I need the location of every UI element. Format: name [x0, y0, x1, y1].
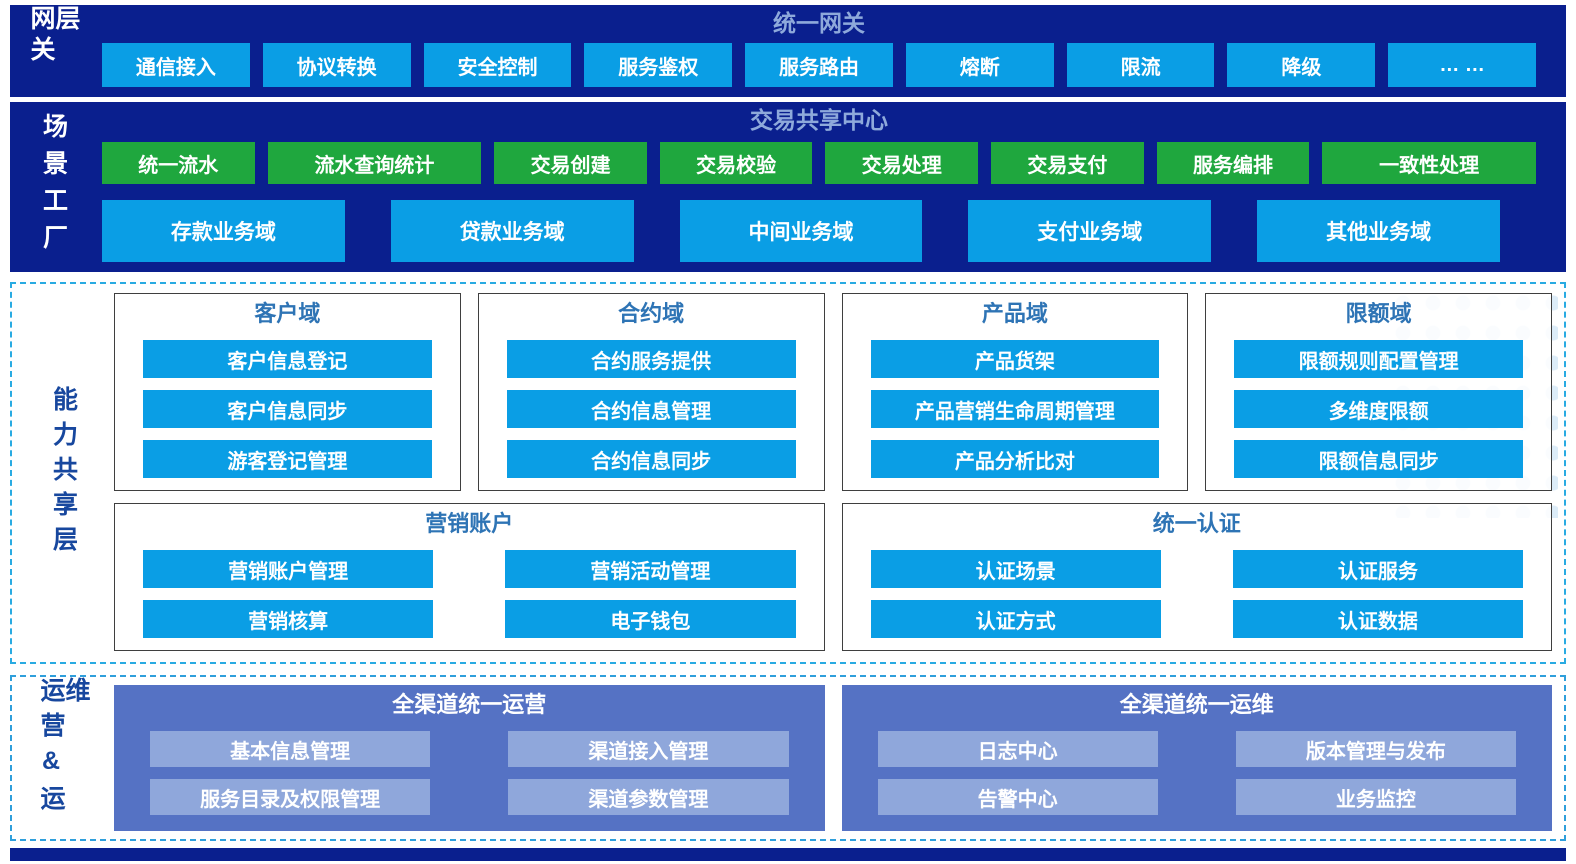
panel-title: 全渠道统一运营: [392, 692, 547, 717]
service-node: 一致性处理: [1322, 142, 1536, 184]
capability-sharing-layer: 能力共享层 客户域 客户信息登记 客户信息同步 游客登记管理 合约域 合约服务提…: [10, 282, 1566, 664]
capability-node: 产品货架: [870, 340, 1160, 378]
capability-node: 电子钱包: [505, 600, 796, 638]
group-title: 营销账户: [425, 511, 514, 536]
auth-node-grid: 认证场景 认证服务 认证方式 认证数据: [870, 550, 1523, 638]
maintenance-node-grid: 日志中心 版本管理与发布 告警中心 业务监控: [877, 731, 1516, 815]
transaction-service-row: 统一流水 流水查询统计 交易创建 交易校验 交易处理 交易支付 服务编排 一致性…: [102, 142, 1536, 184]
capability-node: 合约服务提供: [506, 340, 796, 378]
gateway-node: 降级: [1227, 43, 1376, 87]
gateway-node: 安全控制: [423, 43, 572, 87]
capability-node: 认证数据: [1232, 600, 1523, 638]
business-domain-node: 其他业务域: [1257, 200, 1500, 262]
service-node: 交易支付: [991, 142, 1144, 184]
business-domain-node: 中间业务域: [679, 200, 923, 262]
capability-node: 营销账户管理: [143, 550, 434, 588]
business-domain-node: 贷款业务域: [390, 200, 634, 262]
gateway-node-ellipsis: … …: [1388, 43, 1537, 87]
service-node: 交易处理: [825, 142, 979, 184]
gateway-node: 通信接入: [102, 43, 250, 87]
ops-node: 告警中心: [877, 779, 1158, 815]
gateway-layer-label: 网关层: [27, 5, 80, 67]
operations-layer: 运营&运维 全渠道统一运营 基本信息管理 渠道接入管理 服务目录及权限管理 渠道…: [10, 675, 1566, 841]
marketing-node-grid: 营销账户管理 营销活动管理 营销核算 电子钱包: [143, 550, 796, 638]
service-node: 交易校验: [659, 142, 813, 184]
panel-title: 全渠道统一运维: [1119, 692, 1274, 717]
gateway-title: 统一网关: [773, 10, 865, 36]
capability-wide-row: 营销账户 营销账户管理 营销活动管理 营销核算 电子钱包 统一认证 认证场景 认…: [114, 503, 1552, 651]
capability-node: 客户信息同步: [143, 390, 432, 428]
capability-layer-label: 能力共享层: [49, 385, 78, 561]
ops-node: 渠道接入管理: [508, 731, 789, 767]
gateway-node: 协议转换: [262, 43, 411, 87]
group-title: 客户域: [254, 301, 321, 326]
capability-node: 合约信息同步: [506, 440, 796, 478]
business-domain-row: 存款业务域 贷款业务域 中间业务域 支付业务域 其他业务域: [102, 200, 1536, 262]
group-title: 限额域: [1345, 301, 1412, 326]
scenario-factory-layer: 场景工厂 交易共享中心 统一流水 流水查询统计 交易创建 交易校验 交易处理 交…: [10, 102, 1566, 272]
operation-node-grid: 基本信息管理 渠道接入管理 服务目录及权限管理 渠道参数管理: [150, 731, 789, 815]
group-title: 统一认证: [1152, 511, 1241, 536]
group-quota-domain: 限额域 限额规则配置管理 多维度限额 限额信息同步: [1205, 293, 1552, 491]
capability-node: 游客登记管理: [143, 440, 432, 478]
ops-node: 业务监控: [1235, 779, 1516, 815]
capability-node: 产品营销生命周期管理: [870, 390, 1160, 428]
panel-unified-operation: 全渠道统一运营 基本信息管理 渠道接入管理 服务目录及权限管理 渠道参数管理: [114, 685, 825, 831]
ops-node: 渠道参数管理: [508, 779, 789, 815]
capability-node: 限额信息同步: [1234, 440, 1523, 478]
gateway-layer: 网关层 统一网关 通信接入 协议转换 安全控制 服务鉴权 服务路由 熔断 限流 …: [10, 5, 1566, 97]
service-node: 服务编排: [1156, 142, 1310, 184]
service-node: 流水查询统计: [267, 142, 482, 184]
scenario-factory-label: 场景工厂: [39, 113, 68, 261]
capability-content: 客户域 客户信息登记 客户信息同步 游客登记管理 合约域 合约服务提供 合约信息…: [114, 284, 1564, 662]
ops-node: 服务目录及权限管理: [150, 779, 431, 815]
service-node: 统一流水: [102, 142, 255, 184]
transaction-center-title: 交易共享中心: [750, 107, 888, 133]
capability-node: 认证场景: [870, 550, 1161, 588]
group-title: 产品域: [981, 301, 1048, 326]
operations-layer-label: 运营&运维: [37, 677, 90, 820]
capability-node: 认证服务: [1232, 550, 1523, 588]
capability-node: 合约信息管理: [506, 390, 796, 428]
capability-node: 认证方式: [870, 600, 1161, 638]
capability-group-row: 客户域 客户信息登记 客户信息同步 游客登记管理 合约域 合约服务提供 合约信息…: [114, 293, 1552, 491]
gateway-node-row: 通信接入 协议转换 安全控制 服务鉴权 服务路由 熔断 限流 降级 … …: [102, 43, 1537, 87]
business-domain-node: 存款业务域: [102, 200, 345, 262]
operations-content: 全渠道统一运营 基本信息管理 渠道接入管理 服务目录及权限管理 渠道参数管理 全…: [114, 677, 1564, 839]
group-contract-domain: 合约域 合约服务提供 合约信息管理 合约信息同步: [477, 293, 825, 491]
panel-unified-maintenance: 全渠道统一运维 日志中心 版本管理与发布 告警中心 业务监控: [841, 685, 1552, 831]
capability-node: 客户信息登记: [143, 340, 432, 378]
service-node: 交易创建: [494, 142, 647, 184]
group-marketing-account: 营销账户 营销账户管理 营销活动管理 营销核算 电子钱包: [114, 503, 825, 651]
capability-node: 营销活动管理: [505, 550, 796, 588]
group-unified-auth: 统一认证 认证场景 认证服务 认证方式 认证数据: [841, 503, 1552, 651]
gateway-node: 服务鉴权: [584, 43, 733, 87]
gateway-content: 统一网关 通信接入 协议转换 安全控制 服务鉴权 服务路由 熔断 限流 降级 ……: [96, 5, 1566, 97]
capability-node: 多维度限额: [1234, 390, 1523, 428]
scenario-content: 交易共享中心 统一流水 流水查询统计 交易创建 交易校验 交易处理 交易支付 服…: [96, 102, 1566, 272]
bottom-accent-bar: [10, 848, 1566, 861]
gateway-node: 限流: [1066, 43, 1215, 87]
group-product-domain: 产品域 产品货架 产品营销生命周期管理 产品分析比对: [841, 293, 1189, 491]
capability-node: 营销核算: [143, 600, 434, 638]
capability-node: 产品分析比对: [870, 440, 1160, 478]
business-domain-node: 支付业务域: [968, 200, 1212, 262]
gateway-node: 熔断: [905, 43, 1054, 87]
group-title: 合约域: [618, 301, 685, 326]
ops-node: 版本管理与发布: [1235, 731, 1516, 767]
ops-node: 日志中心: [877, 731, 1158, 767]
capability-node: 限额规则配置管理: [1234, 340, 1523, 378]
group-customer-domain: 客户域 客户信息登记 客户信息同步 游客登记管理: [114, 293, 461, 491]
ops-node: 基本信息管理: [150, 731, 431, 767]
gateway-node: 服务路由: [745, 43, 893, 87]
